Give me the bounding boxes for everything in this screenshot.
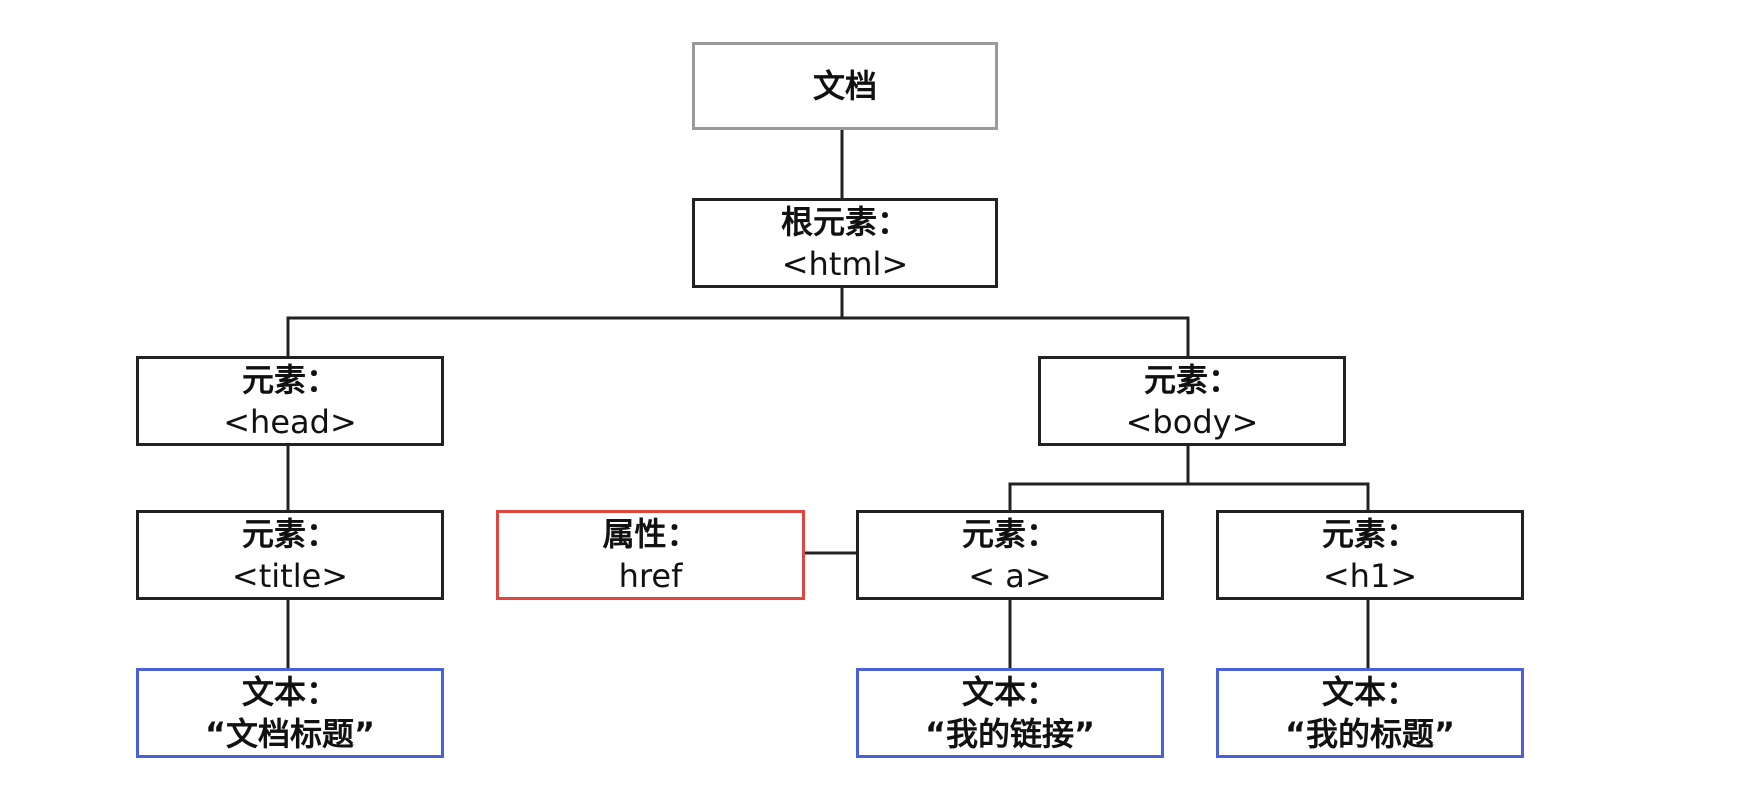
h1-element-node: 元素： <h1> xyxy=(1216,510,1524,600)
heading-text-value: “我的标题” xyxy=(1284,715,1456,753)
h1-element-tag: <h1> xyxy=(1322,557,1418,595)
heading-text-node: 文本： “我的标题” xyxy=(1216,668,1524,758)
a-element-tag: < a> xyxy=(968,557,1052,595)
title-element-label: 元素： xyxy=(241,515,338,553)
connector-root-body xyxy=(842,316,1190,356)
href-attribute-name: href xyxy=(618,557,683,595)
document-node-label: 文档 xyxy=(812,67,877,105)
root-element-tag: <html> xyxy=(781,245,909,283)
body-element-node: 元素： <body> xyxy=(1038,356,1346,446)
h1-element-label: 元素： xyxy=(1321,515,1418,553)
href-attribute-label: 属性： xyxy=(602,515,699,553)
title-text-value: “文档标题” xyxy=(204,715,376,753)
title-text-node: 文本： “文档标题” xyxy=(136,668,444,758)
link-text-node: 文本： “我的链接” xyxy=(856,668,1164,758)
connector-body-children xyxy=(1008,446,1190,510)
a-element-label: 元素： xyxy=(961,515,1058,553)
href-attribute-node: 属性： href xyxy=(496,510,805,600)
title-element-node: 元素： <title> xyxy=(136,510,444,600)
connector-root-children xyxy=(286,288,844,356)
document-node: 文档 xyxy=(692,42,998,130)
title-element-tag: <title> xyxy=(231,557,349,595)
link-text-label: 文本： xyxy=(961,673,1058,711)
head-element-node: 元素： <head> xyxy=(136,356,444,446)
link-text-value: “我的链接” xyxy=(924,715,1096,753)
a-element-node: 元素： < a> xyxy=(856,510,1164,600)
root-element-label: 根元素： xyxy=(780,203,909,241)
body-element-tag: <body> xyxy=(1125,403,1259,441)
heading-text-label: 文本： xyxy=(1321,673,1418,711)
body-element-label: 元素： xyxy=(1143,361,1240,399)
head-element-label: 元素： xyxy=(241,361,338,399)
connector-body-h1 xyxy=(1188,482,1370,510)
root-element-node: 根元素： <html> xyxy=(692,198,998,288)
title-text-label: 文本： xyxy=(241,673,338,711)
head-element-tag: <head> xyxy=(223,403,357,441)
